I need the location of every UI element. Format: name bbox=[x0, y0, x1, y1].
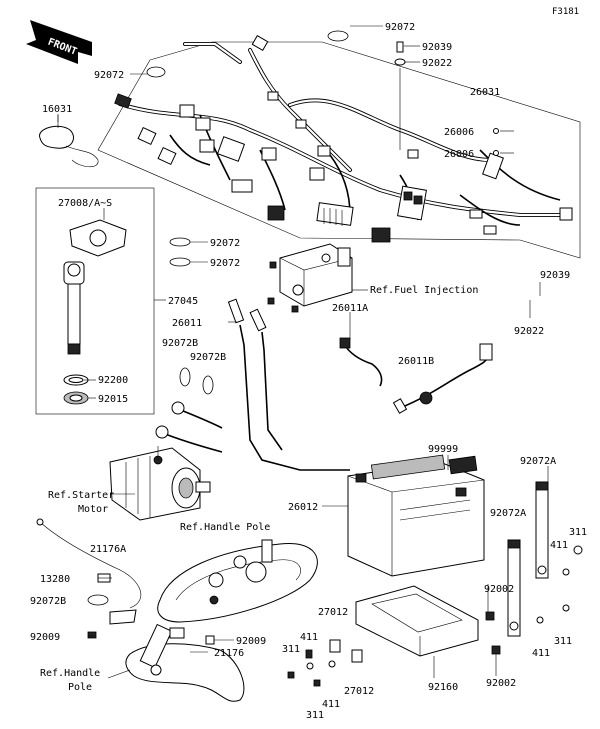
label-311-b: 311 bbox=[554, 636, 572, 647]
tray-hardware bbox=[287, 639, 363, 687]
label-311-c: 311 bbox=[282, 644, 300, 655]
label-311-d: 311 bbox=[306, 710, 324, 721]
clips-92072-mid bbox=[169, 237, 191, 267]
label-21176: 21176 bbox=[214, 648, 244, 659]
figure-code: F3181 bbox=[552, 7, 579, 17]
starter-motor bbox=[109, 401, 223, 521]
label-27008: 27008/A~S bbox=[58, 198, 112, 209]
label-ref-handle-2: Pole bbox=[68, 682, 92, 693]
handle-pole-assembly bbox=[36, 518, 318, 702]
label-92039-top: 92039 bbox=[422, 42, 452, 53]
clip-92072b-a bbox=[179, 367, 191, 387]
label-26006-a: 26006 bbox=[444, 127, 474, 138]
label-411-b: 411 bbox=[300, 632, 318, 643]
battery-straps bbox=[485, 481, 583, 655]
label-92072b-b: 92072B bbox=[190, 352, 226, 363]
label-92072a-b: 92072A bbox=[490, 508, 526, 519]
label-92009-b: 92009 bbox=[236, 636, 266, 647]
front-arrow-icon: FRONT bbox=[26, 20, 92, 64]
label-92072a-a: 92072A bbox=[520, 456, 556, 467]
label-26031: 26031 bbox=[470, 87, 500, 98]
label-411-c: 411 bbox=[532, 648, 550, 659]
label-92072b-a: 92072B bbox=[162, 338, 198, 349]
label-92072-left: 92072 bbox=[94, 70, 124, 81]
label-92072-m2: 92072 bbox=[210, 258, 240, 269]
label-21176a: 21176A bbox=[90, 544, 126, 555]
label-13280: 13280 bbox=[40, 574, 70, 585]
label-92002-b: 92002 bbox=[486, 678, 516, 689]
label-26011a: 26011A bbox=[332, 303, 368, 314]
label-27045: 27045 bbox=[168, 296, 198, 307]
label-26006-b: 26006 bbox=[444, 149, 474, 160]
label-92002-a: 92002 bbox=[484, 584, 514, 595]
label-92072-top: 92072 bbox=[385, 22, 415, 33]
battery-26012 bbox=[347, 454, 485, 657]
ignition-switch-box bbox=[35, 187, 166, 415]
label-ref-starter-2: Motor bbox=[78, 504, 108, 515]
label-26011b: 26011B bbox=[398, 356, 434, 367]
label-92072b-c: 92072B bbox=[30, 596, 66, 607]
label-92015: 92015 bbox=[98, 394, 128, 405]
main-harness-group bbox=[97, 30, 581, 259]
clip-92072b-b bbox=[202, 375, 214, 395]
label-92039-right: 92039 bbox=[540, 270, 570, 281]
label-99999: 99999 bbox=[428, 444, 458, 455]
leader-lines bbox=[57, 25, 549, 679]
label-ref-handle-1: Ref.Handle bbox=[40, 668, 100, 679]
label-26012: 26012 bbox=[288, 502, 318, 513]
label-92200: 92200 bbox=[98, 375, 128, 386]
part-labels: 92072 92039 92022 92072 26031 16031 2600… bbox=[30, 22, 587, 721]
label-92160: 92160 bbox=[428, 682, 458, 693]
label-27012-a: 27012 bbox=[318, 607, 348, 618]
fuse-cover-16031 bbox=[39, 115, 99, 168]
label-ref-starter-1: Ref.Starter bbox=[48, 490, 114, 501]
label-ref-handle-pole-top: Ref.Handle Pole bbox=[180, 522, 270, 533]
ignition-coil-assembly bbox=[227, 243, 493, 471]
label-311-a: 311 bbox=[569, 527, 587, 538]
label-411-d: 411 bbox=[322, 699, 340, 710]
label-92022-right: 92022 bbox=[514, 326, 544, 337]
label-411-a: 411 bbox=[550, 540, 568, 551]
label-26011: 26011 bbox=[172, 318, 202, 329]
label-27012-b: 27012 bbox=[344, 686, 374, 697]
label-92072-m1: 92072 bbox=[210, 238, 240, 249]
label-ref-fuel-injection: Ref.Fuel Injection bbox=[370, 285, 478, 296]
label-92009-a: 92009 bbox=[30, 632, 60, 643]
label-16031: 16031 bbox=[42, 104, 72, 115]
label-92022-top: 92022 bbox=[422, 58, 452, 69]
